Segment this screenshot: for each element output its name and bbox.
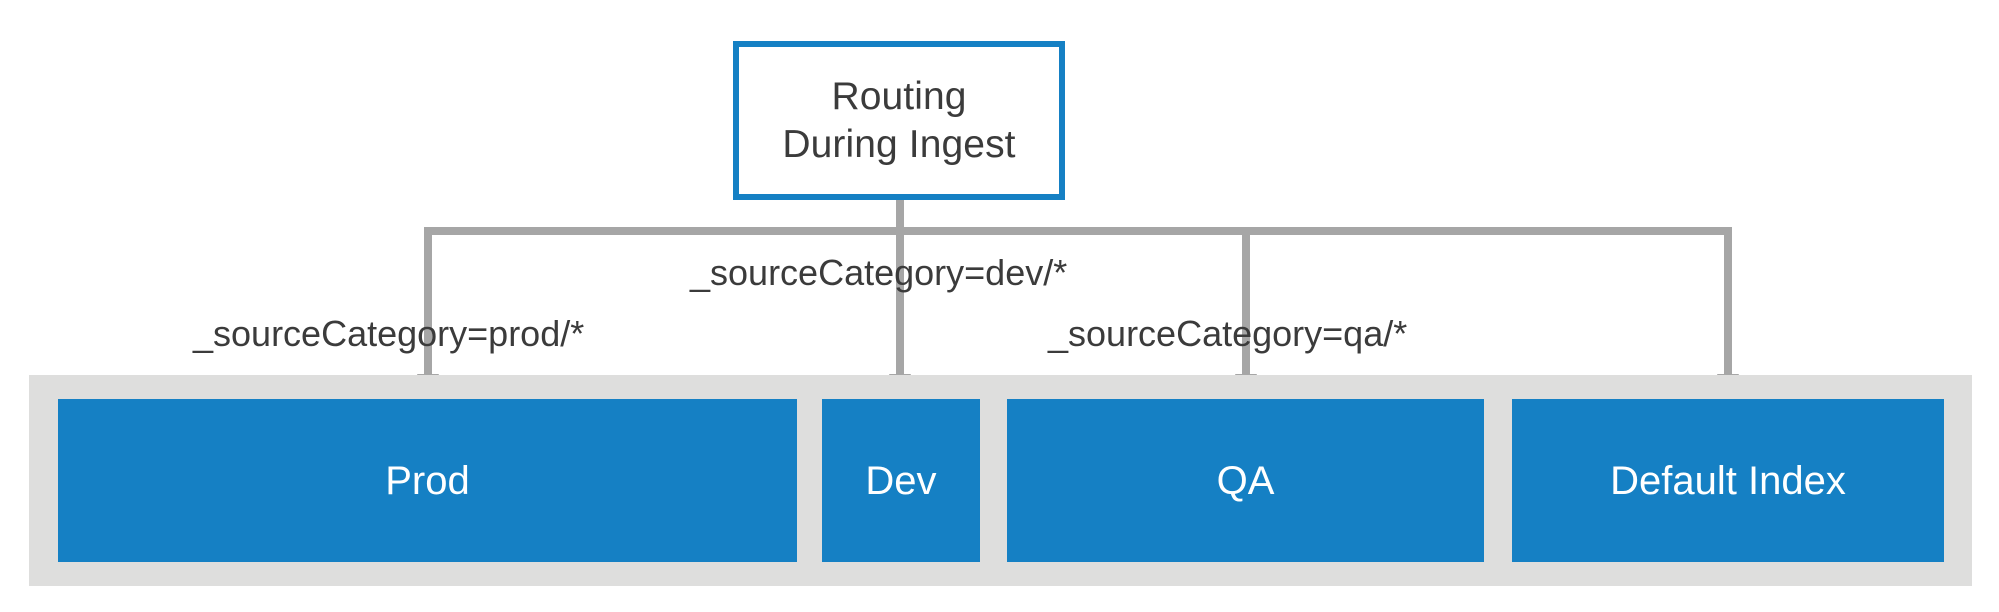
edge-label-qa: _sourceCategory=qa/* <box>1048 313 1408 354</box>
edge-label-prod: _sourceCategory=prod/* <box>193 313 585 354</box>
index-box-label-prod: Prod <box>385 458 470 503</box>
index-box-qa: QA <box>1007 399 1484 562</box>
index-box-label-default: Default Index <box>1610 458 1846 503</box>
routing-during-ingest-node: Routing During Ingest <box>733 41 1065 200</box>
index-box-dev: Dev <box>822 399 980 562</box>
index-box-label-qa: QA <box>1216 458 1275 503</box>
edge-label-dev: _sourceCategory=dev/* <box>690 252 1068 293</box>
source-node-line-2: During Ingest <box>782 122 1016 166</box>
source-node-line-1: Routing <box>831 74 967 118</box>
index-box-default: Default Index <box>1512 399 1944 562</box>
index-box-label-dev: Dev <box>865 458 937 503</box>
index-box-prod: Prod <box>58 399 797 562</box>
